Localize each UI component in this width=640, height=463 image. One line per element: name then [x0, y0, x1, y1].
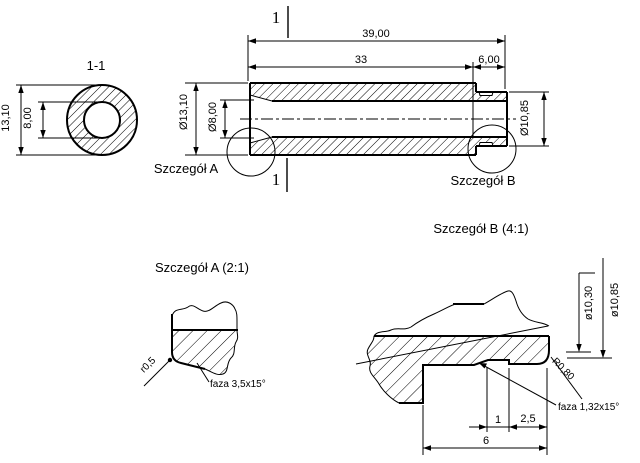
dim-body-length: 33: [355, 54, 367, 66]
dim-outer-label: 13,10: [0, 104, 12, 132]
detail-b-view: Szczegół B (4:1) R0,80 ø10,30 ø10,85: [355, 221, 621, 455]
dim-groove-dia: ø10,30: [583, 286, 595, 320]
detail-a-hatch: [172, 330, 238, 375]
dim-tip-length-lines: 6,00: [473, 54, 505, 70]
dim-body-length-lines: 33: [248, 54, 474, 137]
dim-bore-label: 8,00: [22, 107, 34, 128]
section-mark-bottom: 1: [272, 170, 281, 189]
detail-a-chamfer-label: faza 3,5x15°: [210, 379, 266, 390]
dim-total-length: 39,00: [362, 28, 390, 40]
part-outline: [249, 82, 508, 156]
dim-tip-outer-dia: ø10,85: [609, 283, 621, 317]
main-view: Szczegół A Szczegół B 1 1 39,00 33 6,00: [154, 6, 549, 192]
detail-b-circle: [467, 124, 517, 174]
bore-circle: [83, 101, 121, 139]
dim-tip-length: 6,00: [478, 54, 499, 66]
dim-tip-dia: Ø10,85: [519, 100, 531, 136]
section-view-title: 1-1: [87, 58, 106, 73]
detail-b-radius-label: R0,80: [549, 356, 576, 383]
dim-total-length-lines: 39,00: [247, 28, 506, 89]
detail-b-chamfer-label: faza 1,32x15°: [558, 402, 619, 413]
top-wall-hatch: [250, 83, 507, 101]
detail-b-outline: [374, 335, 550, 404]
detail-a-face-edge: [171, 314, 206, 370]
bottom-wall-hatch: [250, 137, 507, 155]
chamfer-leader-line-a: [196, 362, 210, 383]
detail-a-callout: Szczegół A: [154, 161, 219, 176]
section-mark-top: 1: [272, 8, 281, 27]
section-view-1-1: 1-1 13,10 8,00: [0, 58, 138, 156]
dim-groove-dia-lines: ø10,30: [566, 272, 595, 353]
detail-b-title: Szczegół B (4:1): [433, 221, 528, 236]
dim-groove-width: 1: [495, 414, 501, 426]
dim-outer-dia: Ø13,10: [178, 94, 190, 130]
detail-a-radius-label: r0,5: [138, 355, 158, 375]
chamfer-leader-line-b: [478, 362, 557, 406]
corner-radius-leader: [550, 356, 583, 400]
dim-tip-end: 2,5: [520, 413, 535, 425]
detail-a-break-line-top: [171, 301, 238, 330]
detail-a-circle: [226, 127, 276, 177]
radius-leader-line: [143, 359, 171, 387]
dim-bore-dia: Ø8,00: [207, 102, 219, 132]
detail-b-hatch: [367, 336, 549, 403]
dim-outer-diameter-lines: 13,10: [0, 84, 101, 156]
detail-a-break-line-right: [204, 329, 239, 375]
dim-outer-dia-lines: Ø13,10: [178, 82, 248, 156]
projection-line: [355, 325, 549, 365]
detail-a-title: Szczegół A (2:1): [155, 260, 249, 275]
dim-bore-dia-lines: Ø8,00: [207, 99, 254, 139]
dim-tip-total: 6: [483, 435, 489, 447]
dim-tip-outer-dia-lines: ø10,85: [567, 258, 621, 359]
dim-bore-diameter-lines: 8,00: [22, 101, 102, 139]
dim-tip-dia-lines: Ø10,85: [509, 91, 549, 147]
detail-b-bottom-dims: 1 2,5 6: [422, 367, 548, 455]
detail-a-view: Szczegół A (2:1) r0,5 faza 3,5x15°: [138, 260, 265, 390]
detail-b-callout: Szczegół B: [450, 173, 515, 188]
